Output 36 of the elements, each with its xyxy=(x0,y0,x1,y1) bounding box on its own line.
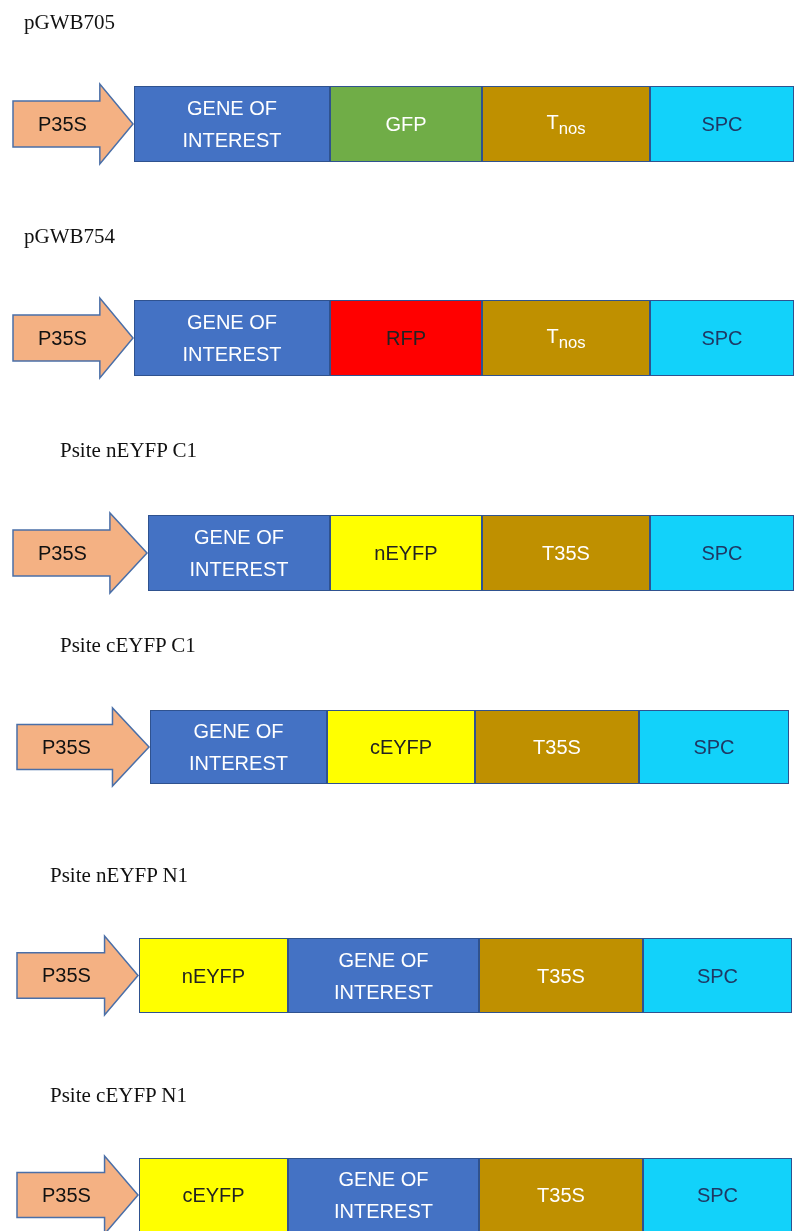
terminator-segment: T$_{nos}$ xyxy=(482,300,650,376)
marker-segment: SPC xyxy=(643,1158,792,1231)
construct-title: pGWB754 xyxy=(24,224,115,249)
construct-title: Psite nEYFP N1 xyxy=(50,863,189,888)
terminator-segment: T35S xyxy=(475,710,639,784)
construct-title: pGWB705 xyxy=(24,10,115,35)
promoter-arrow: P35S xyxy=(16,1155,139,1231)
construct-title: Psite cEYFP C1 xyxy=(60,633,196,658)
marker-segment: SPC xyxy=(643,938,792,1013)
gene-segment: GENE OF INTEREST xyxy=(148,515,330,591)
marker-segment: SPC xyxy=(650,86,794,162)
reporter-segment: cEYFP xyxy=(327,710,475,784)
reporter-segment: nEYFP xyxy=(139,938,288,1013)
promoter-arrow: P35S xyxy=(16,935,139,1016)
reporter-segment: GFP xyxy=(330,86,482,162)
promoter-arrow: P35S xyxy=(12,512,148,594)
promoter-arrow: P35S xyxy=(16,707,150,787)
reporter-segment: cEYFP xyxy=(139,1158,288,1231)
gene-segment: GENE OF INTEREST xyxy=(288,1158,479,1231)
reporter-segment: nEYFP xyxy=(330,515,482,591)
terminator-segment: T35S xyxy=(482,515,650,591)
gene-segment: GENE OF INTEREST xyxy=(134,86,330,162)
marker-segment: SPC xyxy=(639,710,789,784)
gene-segment: GENE OF INTEREST xyxy=(288,938,479,1013)
gene-segment: GENE OF INTEREST xyxy=(150,710,327,784)
construct-title: Psite cEYFP N1 xyxy=(50,1083,187,1108)
marker-segment: SPC xyxy=(650,300,794,376)
terminator-segment: T35S xyxy=(479,938,643,1013)
gene-segment: GENE OF INTEREST xyxy=(134,300,330,376)
marker-segment: SPC xyxy=(650,515,794,591)
reporter-segment: RFP xyxy=(330,300,482,376)
construct-title: Psite nEYFP C1 xyxy=(60,438,197,463)
terminator-segment: T35S xyxy=(479,1158,643,1231)
promoter-arrow: P35S xyxy=(12,297,134,379)
promoter-arrow: P35S xyxy=(12,83,134,165)
terminator-segment: T$_{nos}$ xyxy=(482,86,650,162)
